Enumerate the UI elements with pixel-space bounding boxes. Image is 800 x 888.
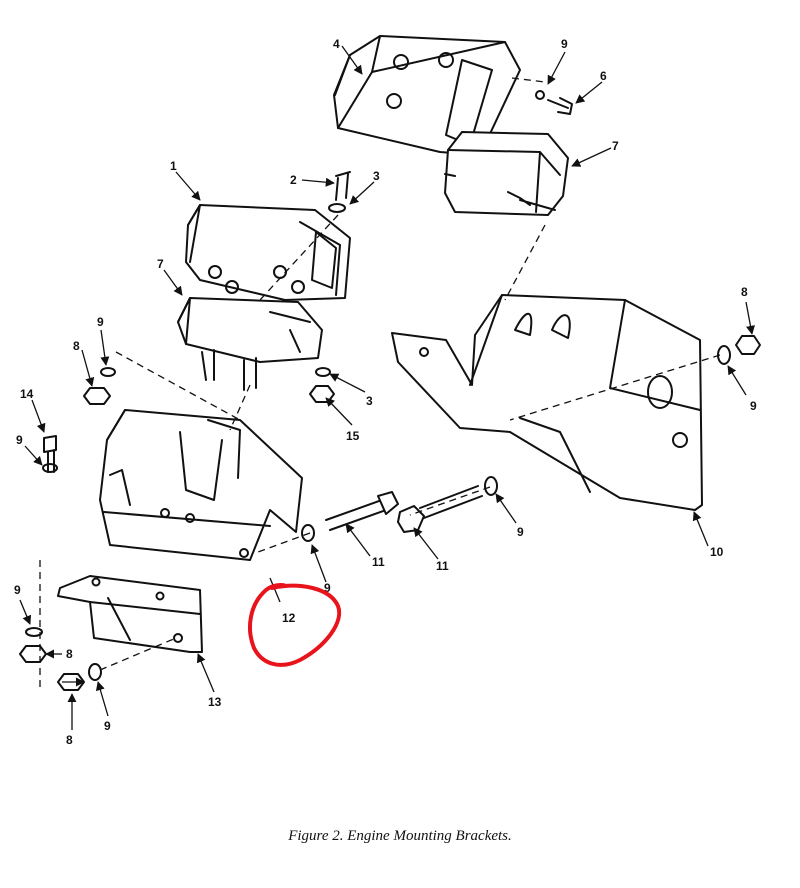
part-10-right-bracket (391, 294, 703, 511)
callout-3-lower: 3 (366, 394, 373, 408)
callout-5: 9 (561, 37, 568, 51)
callout-8-c: 8 (66, 647, 73, 661)
part-7-upper-isolator (444, 131, 569, 216)
callout-15: 15 (346, 429, 360, 443)
callout-8-a: 8 (73, 339, 80, 353)
figure-caption: Figure 2. Engine Mounting Brackets. (288, 828, 512, 844)
highlight-circle-callout-12 (248, 583, 342, 667)
callout-7-lower: 7 (157, 257, 164, 271)
part-13-angle-bracket (57, 575, 203, 653)
callout-13: 13 (208, 695, 222, 709)
callout-2: 2 (290, 173, 297, 187)
bracket-assembly-left (99, 409, 303, 561)
leader-lines (19, 45, 755, 730)
callout-9-f: 9 (14, 583, 21, 597)
callout-11-b: 11 (436, 559, 449, 573)
part-7-lower-isolator (177, 297, 323, 391)
callout-8-b: 8 (741, 285, 748, 299)
callout-7-upper: 7 (612, 139, 619, 153)
callout-labels: 4 9 6 7 1 2 3 7 9 8 3 15 14 9 8 9 10 9 1… (14, 37, 757, 747)
callout-9-b: 9 (16, 433, 23, 447)
callout-10: 10 (710, 545, 724, 559)
callout-6: 6 (600, 69, 607, 83)
callout-8-d: 8 (66, 733, 73, 747)
callout-9-a: 9 (97, 315, 104, 329)
part-1-lower-housing (185, 204, 351, 301)
callout-1: 1 (170, 159, 177, 173)
callout-14: 14 (20, 387, 34, 401)
fasteners (19, 90, 761, 691)
callout-9-d: 9 (517, 525, 524, 539)
callout-3-upper: 3 (373, 169, 380, 183)
callout-11-a: 11 (372, 555, 385, 569)
assembly-lines (39, 77, 721, 690)
callout-9-e: 9 (324, 581, 331, 595)
callout-9-c: 9 (750, 399, 757, 413)
callout-4: 4 (333, 37, 340, 51)
callout-9-g: 9 (104, 719, 111, 733)
callout-12: 12 (282, 611, 296, 625)
